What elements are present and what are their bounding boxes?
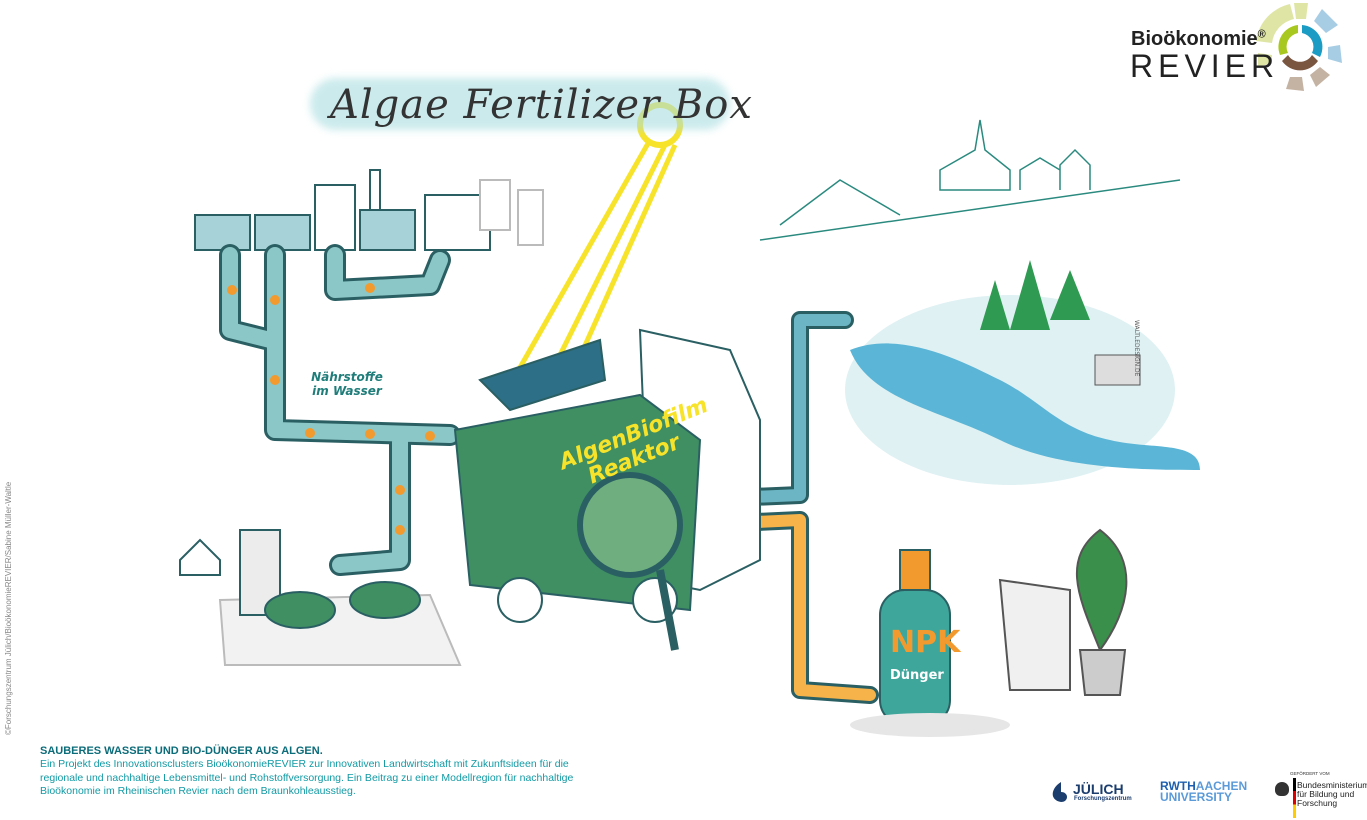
artwork-title: Algae Fertilizer Box	[330, 82, 753, 128]
artist-signature: WALTLEDESIGN.DE	[1133, 320, 1140, 377]
nutrients-label: Nährstoffe im Wasser	[311, 370, 383, 398]
duenger-label: Dünger	[890, 668, 944, 683]
image-credit: ©Forschungszentrum Jülich/BioökonomieREV…	[4, 481, 13, 735]
logo-bioeconomy: Bioökonomie®	[1131, 28, 1266, 51]
logo-revier: REVIER	[1130, 48, 1280, 84]
pond-landscape	[845, 260, 1200, 485]
npk-label: NPK	[890, 625, 961, 660]
rwth-b: AACHEN	[1195, 779, 1248, 793]
footer-heading: SAUBERES WASSER UND BIO-DÜNGER AUS ALGEN…	[40, 745, 323, 757]
village-sketch	[759, 119, 1181, 241]
bioeconomy-logo-wheel	[1256, 3, 1342, 91]
water-treatment-plant	[179, 529, 462, 666]
factory-buildings	[194, 169, 544, 251]
footer-text: Ein Projekt des Innovationsclusters Bioö…	[40, 758, 574, 797]
nutrient-pipes	[219, 244, 879, 704]
german-flag-stripe	[1293, 778, 1296, 818]
npk-fertilizer-bottle	[850, 549, 1010, 737]
bmbf-logo: Bundesministerium für Bildung und Forsch…	[1297, 780, 1367, 808]
nutrient-dots	[227, 283, 435, 535]
rwth-a: RWTH	[1160, 779, 1196, 793]
federal-eagle-icon	[1275, 782, 1289, 796]
watering-can-and-plant	[998, 528, 1128, 696]
juelich-subtitle: Forschungszentrum	[1074, 796, 1132, 802]
title-background	[310, 78, 730, 130]
registered-mark: ®	[1257, 28, 1266, 41]
bmbf-funded-by: GEFÖRDERT VOM	[1290, 771, 1330, 776]
rwth-c: UNIVERSITY	[1160, 790, 1233, 804]
juelich-logo: JÜLICH	[1073, 781, 1124, 797]
algae-reactor-truck	[453, 328, 761, 651]
logo-line1: Bioökonomie	[1131, 28, 1258, 50]
juelich-logo-icon	[1052, 782, 1067, 802]
